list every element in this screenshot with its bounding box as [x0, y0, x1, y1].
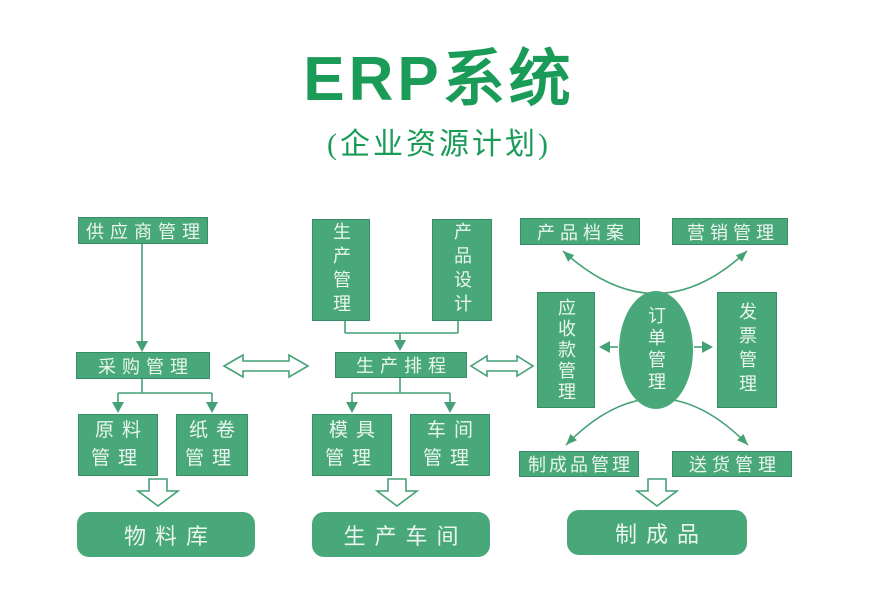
arrow-supplier-to-purchasing: [136, 244, 148, 352]
double-arrow-schedule-receivables: [469, 354, 535, 378]
node-finished-goods: 制成品: [567, 510, 747, 555]
node-product-design: 产品设计: [432, 219, 492, 321]
block-arrow-to-production-workshop: [374, 478, 420, 507]
arrow-schedule-split: [346, 378, 456, 413]
node-invoice-management-label: 发票管理: [737, 302, 757, 398]
block-arrow-to-finished-goods: [634, 478, 680, 507]
arrow-order-to-top-boxes: [562, 250, 748, 295]
node-receivables-management-label: 应收款管理: [556, 297, 576, 403]
node-marketing-management: 营销管理: [672, 218, 788, 245]
node-production-management: 生产管理: [312, 219, 370, 321]
node-production-management-label: 生产管理: [331, 222, 351, 318]
node-order-management-label: 订单管理: [646, 306, 666, 394]
node-production-workshop: 生产车间: [312, 512, 490, 557]
arrow-order-to-receivables: [599, 341, 618, 353]
node-purchasing-management: 采购管理: [76, 352, 210, 379]
block-arrow-to-material-store: [135, 478, 181, 507]
node-workshop-management: 车间 管理: [410, 414, 490, 476]
node-raw-material-management: 原料 管理: [78, 414, 158, 476]
node-paper-roll-management: 纸卷 管理: [176, 414, 248, 476]
node-material-warehouse: 物料库: [77, 512, 255, 557]
node-finished-goods-management: 制成品管理: [519, 451, 639, 477]
node-supplier-management: 供应商管理: [78, 217, 208, 244]
node-order-management: 订单管理: [619, 291, 693, 409]
node-delivery-management: 送货管理: [672, 451, 792, 477]
arrow-order-to-invoice: [694, 341, 713, 353]
arrow-production-merge: [344, 321, 459, 351]
page-title: ERP系统: [303, 45, 575, 114]
node-product-design-label: 产品设计: [452, 222, 472, 318]
arrow-purchasing-split: [112, 379, 218, 413]
page-subtitle: (企业资源计划): [327, 128, 551, 161]
node-mold-management: 模具 管理: [312, 414, 392, 476]
node-receivables-management: 应收款管理: [537, 292, 595, 408]
double-arrow-purchasing-schedule: [222, 353, 310, 379]
node-product-archive: 产品档案: [520, 218, 640, 245]
node-production-scheduling: 生产排程: [335, 352, 467, 378]
node-invoice-management: 发票管理: [717, 292, 777, 408]
